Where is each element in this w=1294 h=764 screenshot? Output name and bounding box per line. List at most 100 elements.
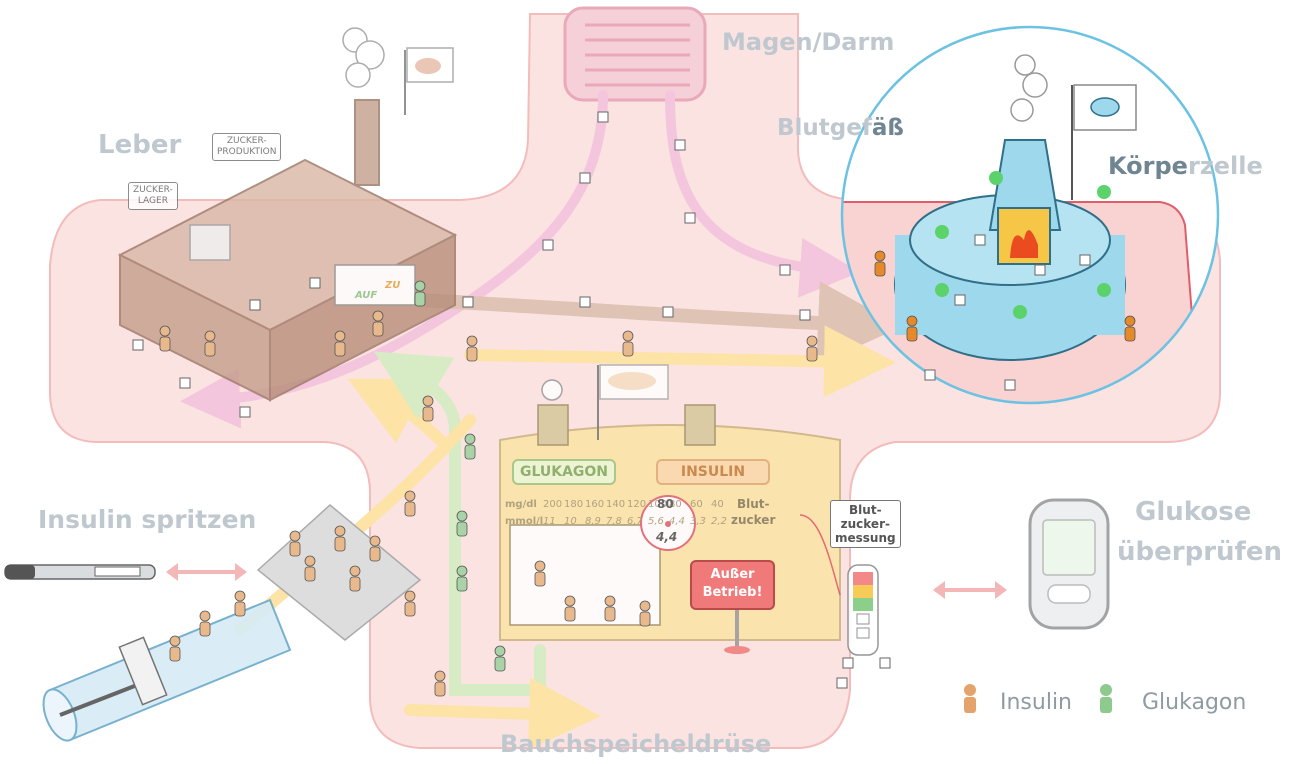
zoom-circle-outline: [840, 25, 1220, 405]
worker-figure: [369, 535, 381, 562]
gauge-unit-mg: mg/dl: [505, 499, 537, 510]
worker-figure: [806, 335, 818, 362]
liver-label: Leber: [98, 130, 182, 160]
legend-glucagon-label: Glukagon: [1142, 690, 1247, 715]
pancreas-label: Bauchspeicheldrüse: [500, 730, 772, 758]
gauge-unit-mmol: mmol/l: [505, 516, 544, 527]
glucose-meter-icon: [1028, 498, 1110, 630]
worker-figure: [414, 280, 426, 307]
worker-figure: [304, 555, 316, 582]
worker-figure: [639, 600, 651, 627]
worker-figure: [422, 395, 434, 422]
gauge-mg-value: 40: [711, 499, 724, 510]
sugar-cube: [842, 657, 854, 669]
intestine-icon: [563, 6, 707, 102]
worker-figure: [456, 510, 468, 537]
sugar-production-line2: PRODUKTION: [217, 147, 277, 157]
worker-figure: [604, 595, 616, 622]
sugar-storage-line2: LAGER: [137, 196, 168, 206]
measurement-line2: zucker-: [840, 517, 890, 531]
sugar-storage-sign: ZUCKER-LAGER: [128, 182, 178, 210]
dial-value-top: 80: [657, 497, 674, 511]
syringe-icon: [42, 598, 292, 742]
measurement-line1: Blut-: [849, 503, 882, 517]
sugar-cubes: [132, 111, 1091, 689]
worker-figure: [169, 635, 181, 662]
glucagon-sign: GLUKAGON: [512, 459, 616, 485]
cell-label-prefix: Körpe: [1108, 152, 1188, 180]
insulin-legend-icon: [964, 684, 976, 713]
worker-figure: [404, 590, 416, 617]
cell-label: Körperzelle: [1108, 152, 1263, 180]
sugar-production-line1: ZUCKER-: [226, 136, 267, 146]
sugar-cube: [462, 296, 474, 308]
sugar-cube: [309, 277, 321, 289]
sugar-cube: [132, 339, 144, 351]
glucose-flow-to-cell: [665, 90, 860, 298]
glucagon-legend-icon: [1100, 684, 1112, 713]
worker-figure: [906, 315, 918, 342]
stomach-label: Magen/Darm: [722, 28, 895, 56]
sugar-cube: [542, 239, 554, 251]
liver-factory: [117, 27, 458, 402]
sugar-production-sign: ZUCKER-PRODUKTION: [212, 133, 282, 161]
gauge-mg-value: 60: [690, 499, 703, 510]
worker-figure: [289, 530, 301, 557]
out-of-order-sign: Außer Betrieb!: [690, 560, 775, 610]
gauge-mmol-value: 11: [543, 516, 556, 527]
sugar-cube: [239, 406, 251, 418]
worker-figure: [466, 335, 478, 362]
worker-figure: [494, 645, 506, 672]
worker-figure: [464, 433, 476, 460]
worker-figure: [564, 595, 576, 622]
worker-figure: [434, 670, 446, 697]
out-of-order-line2: Betrieb!: [702, 585, 763, 600]
sugar-cube: [684, 212, 696, 224]
door-close-label: ZU: [385, 280, 401, 291]
worker-figure: [234, 590, 246, 617]
legend-insulin-label: Insulin: [1000, 690, 1073, 715]
dial-value-bottom: 4,4: [656, 530, 678, 544]
gauge-mg-value: 200: [543, 499, 563, 510]
sugar-cube: [799, 309, 811, 321]
sugar-cube: [974, 234, 986, 246]
glucagon-flow-to-liver: [374, 351, 546, 696]
liver-to-cell-flow: [413, 281, 902, 366]
worker-figure: [874, 250, 886, 277]
gauge-mmol-value: 10: [564, 516, 577, 527]
worker-figure: [1124, 315, 1136, 342]
gauge-mg-value: 160: [585, 499, 605, 510]
gauge-mg-value: 100: [648, 499, 668, 510]
vessel-label: Blutgefäß: [777, 115, 904, 141]
insulin-flow-from-pancreas: [404, 677, 601, 750]
sugar-cube: [836, 677, 848, 689]
sugar-cube: [1079, 254, 1091, 266]
sugar-storage-line1: ZUCKER-: [133, 185, 173, 195]
worker-figure: [159, 325, 171, 352]
worker-figure: [199, 610, 211, 637]
gauge-mg-value: 120: [627, 499, 647, 510]
measurement-line3: messung: [835, 531, 896, 545]
sugar-cube: [779, 264, 791, 276]
gauge-mg-value: 80: [669, 499, 682, 510]
body-cell-zoom: [842, 27, 1218, 403]
blood-sugar-measurement-sign: Blut- zucker- messung: [830, 500, 901, 548]
sugar-cube: [597, 111, 609, 123]
inject-label: Insulin spritzen: [38, 505, 257, 534]
insulin-pen-icon: [4, 564, 156, 580]
check-label-line1: Glukose: [1135, 497, 1252, 527]
sugar-cube: [1004, 379, 1016, 391]
insulin-flow-to-cell: [464, 325, 896, 398]
sugar-cube: [924, 369, 936, 381]
sugar-cube: [1034, 264, 1046, 276]
gauge-mmol-value: 4,4: [669, 516, 685, 527]
gauge-mg-value: 180: [564, 499, 584, 510]
gauge-mmol-value: 5,6: [648, 516, 664, 527]
insulin-sign: INSULIN: [656, 459, 770, 485]
sugar-cube: [954, 294, 966, 306]
worker-figure: [349, 565, 361, 592]
gauge-title-line1: Blut-: [737, 497, 770, 511]
gauge-mmol-value: 7,8: [606, 516, 622, 527]
